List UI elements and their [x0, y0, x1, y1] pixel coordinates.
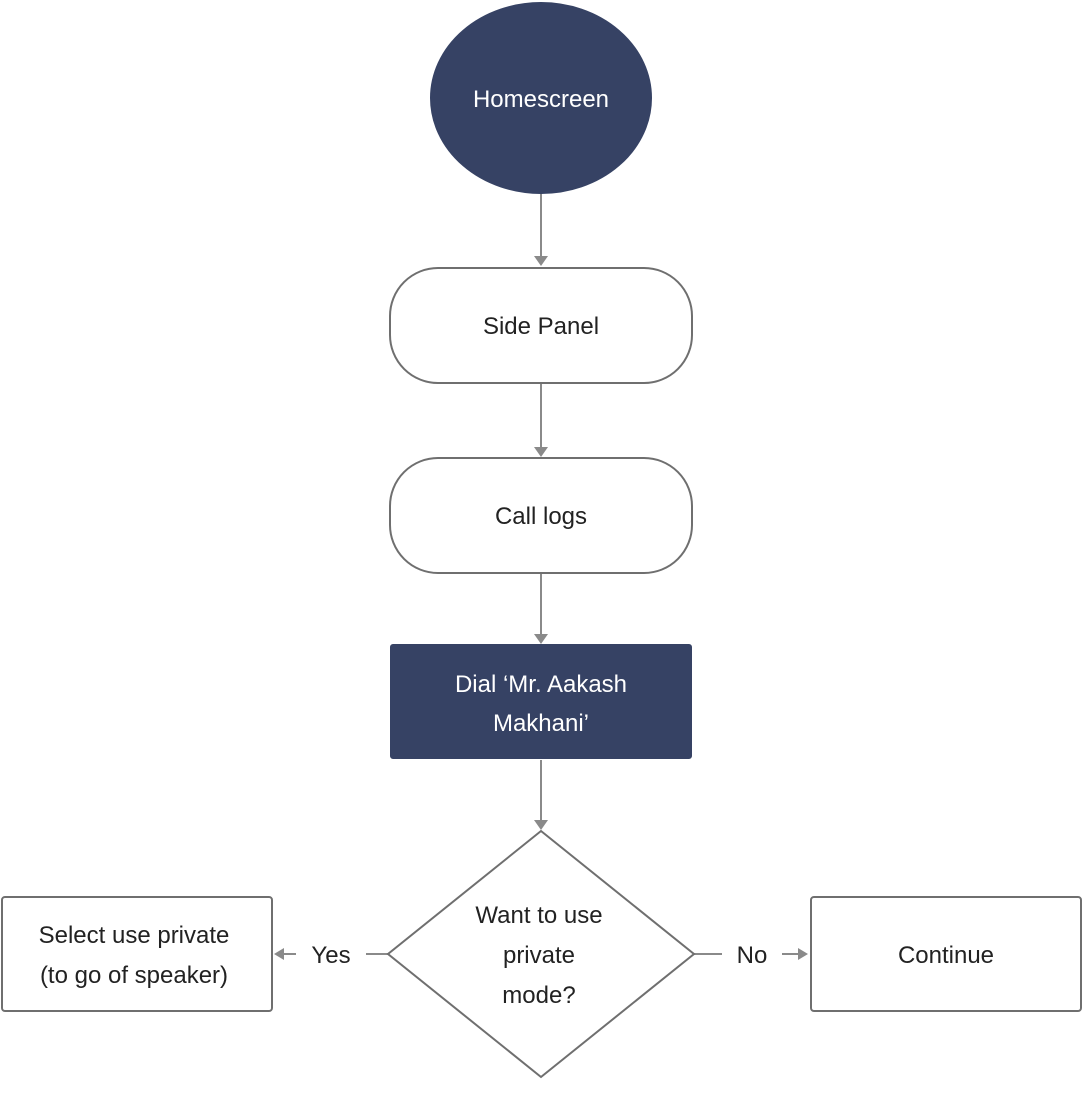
node-select-use-private: Select use private (to go of speaker): [1, 896, 273, 1012]
node-decision-label-line-1: Want to use: [475, 902, 602, 929]
node-homescreen-label: Homescreen: [473, 86, 609, 113]
connector-side-panel-to-call-logs: [534, 384, 548, 457]
connector-no-branch: No: [694, 942, 808, 969]
connector-yes-branch: Yes: [274, 942, 388, 969]
arrowhead-down-icon: [534, 634, 548, 644]
arrowhead-left-icon: [274, 948, 284, 960]
connector-homescreen-to-side-panel: [534, 193, 548, 266]
connector-dial-to-decision: [534, 760, 548, 830]
connector-call-logs-to-dial: [534, 574, 548, 644]
node-dial: Dial ‘Mr. Aakash Makhani’: [390, 644, 692, 759]
node-homescreen: Homescreen: [430, 2, 652, 194]
node-call-logs: Call logs: [389, 457, 693, 574]
edge-label-no: No: [737, 942, 768, 969]
arrowhead-right-icon: [798, 948, 808, 960]
arrowhead-down-icon: [534, 447, 548, 457]
arrowhead-down-icon: [534, 256, 548, 266]
node-dial-label-line-1: Dial ‘Mr. Aakash: [455, 671, 627, 698]
node-decision-label-line-3: mode?: [502, 982, 575, 1009]
node-continue-label: Continue: [898, 942, 994, 969]
node-continue: Continue: [810, 896, 1082, 1012]
edge-label-yes: Yes: [311, 942, 350, 969]
node-dial-label-line-2: Makhani’: [493, 710, 589, 737]
node-select-use-private-line-2: (to go of speaker): [40, 962, 228, 989]
node-select-use-private-line-1: Select use private: [39, 922, 230, 949]
node-call-logs-label: Call logs: [495, 503, 587, 530]
node-side-panel: Side Panel: [389, 267, 693, 384]
node-decision: Want to use private mode?: [386, 829, 696, 1079]
arrowhead-down-icon: [534, 820, 548, 830]
node-decision-label-line-2: private: [503, 942, 575, 969]
node-side-panel-label: Side Panel: [483, 313, 599, 340]
